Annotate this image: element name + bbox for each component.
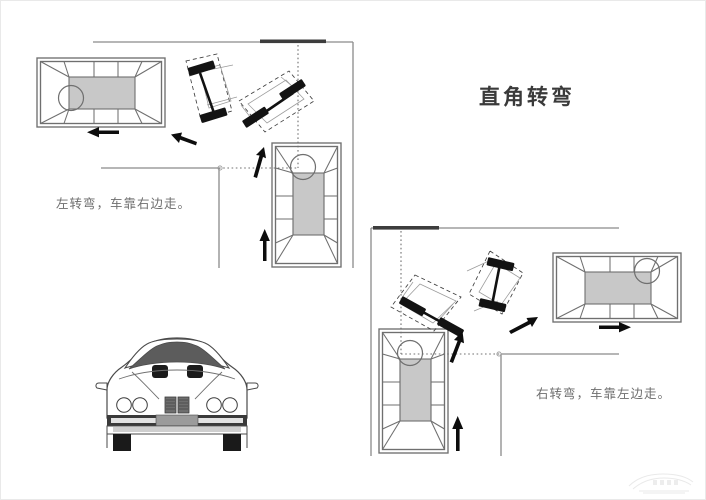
axle-position-1 <box>390 274 464 337</box>
wheel-front <box>279 79 306 101</box>
axle-position-2 <box>238 70 315 133</box>
car-entry-vertical <box>271 142 342 268</box>
car-cabin <box>584 271 652 305</box>
wheel-rear <box>478 298 507 313</box>
car-cabin <box>292 172 325 236</box>
guide-dotted-lines <box>219 45 299 169</box>
wheel-rear <box>242 106 269 128</box>
car-exit-horizontal <box>552 252 682 323</box>
wheel-front <box>486 257 515 272</box>
caption-left-turn: 左转弯，车靠右边走。 <box>56 197 192 211</box>
arrow-mid <box>171 132 197 146</box>
car-exit-horizontal <box>36 57 166 128</box>
axle-position-2 <box>466 250 524 315</box>
car-entry-vertical <box>378 328 449 454</box>
steering-wheel <box>633 257 661 285</box>
guide-node <box>496 351 502 357</box>
arrow-approach <box>449 331 464 363</box>
arrow-approach <box>253 147 266 178</box>
right-turn-scene <box>370 226 682 456</box>
stop-bar <box>373 226 439 230</box>
axle-position-1 <box>185 53 238 123</box>
arrow-exit <box>87 127 119 138</box>
wheel-rear <box>199 107 228 123</box>
steering-wheel <box>289 153 317 181</box>
caption-right-turn: 右转弯，车靠左边走。 <box>536 387 672 401</box>
stop-bar <box>260 39 326 44</box>
page-title: 直角转弯 <box>479 86 575 109</box>
arrow-entry <box>452 416 464 451</box>
wheel-front <box>187 60 216 76</box>
car-cabin <box>399 358 432 422</box>
axle-shaft <box>490 263 502 306</box>
bmw-front-view-illustration <box>95 337 259 451</box>
arrow-exit <box>599 322 631 333</box>
wheel-rear <box>437 317 464 337</box>
steering-wheel <box>57 84 85 112</box>
guide-node <box>217 165 223 171</box>
site-watermark <box>628 473 694 494</box>
axle-shaft <box>198 72 216 114</box>
arrow-entry <box>259 229 270 261</box>
arrow-mid <box>509 317 538 334</box>
steering-wheel <box>396 339 424 367</box>
car-cabin <box>68 76 136 110</box>
wheel-front <box>399 296 426 316</box>
left-turn-scene <box>36 39 354 268</box>
guide-dotted-lines <box>400 231 500 355</box>
